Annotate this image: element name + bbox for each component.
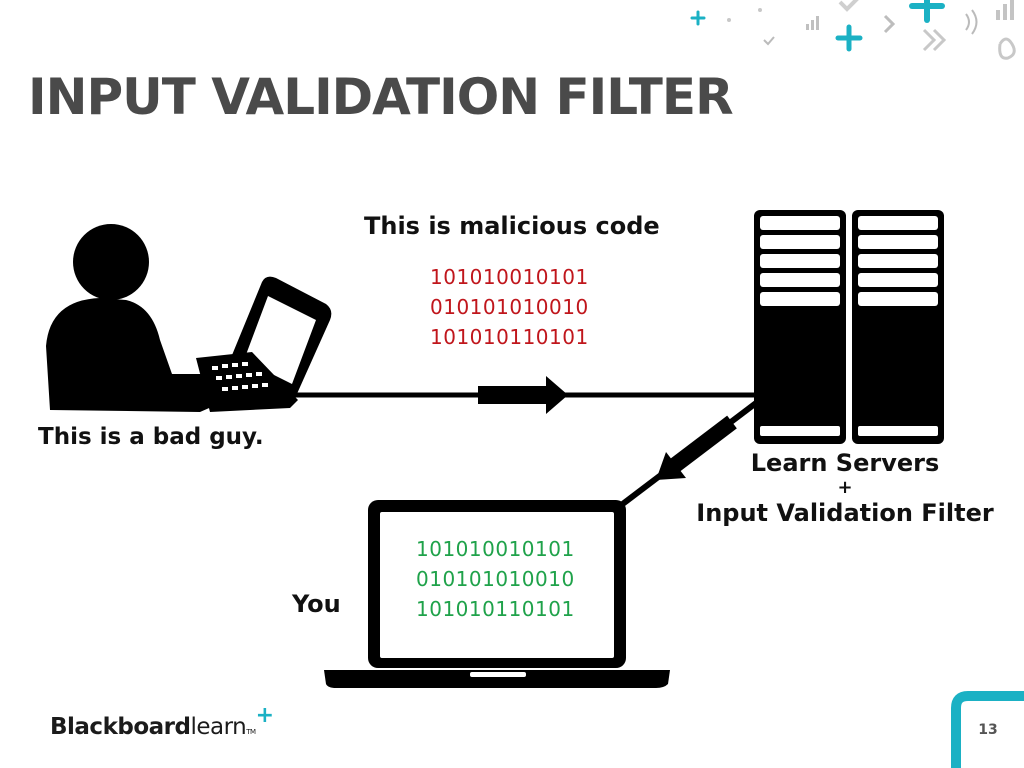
servers-label: Learn Servers + Input Validation Filter — [690, 448, 1000, 528]
person-at-laptop-icon — [46, 224, 332, 412]
page-number-frame — [951, 691, 1024, 768]
plus-icon — [835, 24, 863, 52]
link-icon — [998, 37, 1016, 60]
chevron-icon — [883, 14, 896, 34]
signal-bars-icon — [996, 0, 1014, 20]
server-left — [754, 210, 846, 444]
wave-icon — [965, 9, 978, 35]
malicious-code-label: This is malicious code — [364, 212, 660, 240]
plus-icon — [690, 10, 706, 26]
dot-icon — [727, 18, 731, 22]
logo-brand: Blackboard — [50, 714, 191, 740]
laptop-icon — [324, 500, 670, 688]
you-label: You — [292, 590, 341, 618]
servers-label-line1: Learn Servers — [750, 449, 940, 477]
dot-icon — [758, 8, 762, 12]
keyboard-keys — [212, 362, 268, 391]
attacker-laptop-screen-inner — [244, 296, 316, 384]
binary-line: 101010110101 — [416, 597, 575, 621]
malicious-binary-code: 101010010101 010101010010 101010110101 — [430, 262, 589, 352]
binary-line: 101010010101 — [416, 537, 575, 561]
laptop-display — [380, 512, 614, 658]
server-rack-icon — [754, 210, 944, 444]
attacker-arm — [80, 350, 218, 404]
arrow-down-left-icon — [656, 415, 737, 480]
servers-label-plus: + — [837, 477, 853, 498]
logo-product: learn — [190, 714, 247, 740]
plus-icon — [909, 0, 945, 23]
check-icon — [763, 36, 775, 46]
logo-plus-icon: + — [255, 703, 274, 728]
check-icon — [838, 0, 859, 12]
slide-title: INPUT VALIDATION FILTER — [28, 68, 734, 126]
laptop-base — [324, 670, 670, 688]
signal-bars-icon — [806, 16, 819, 30]
binary-line: 101010110101 — [430, 325, 589, 349]
arrow-right-icon — [478, 376, 568, 414]
header-decoration — [690, 0, 1016, 60]
binary-line: 101010010101 — [430, 265, 589, 289]
servers-label-line2: Input Validation Filter — [696, 499, 994, 527]
bad-guy-label: This is a bad guy. — [38, 424, 264, 450]
binary-line: 010101010010 — [416, 567, 575, 591]
blackboard-learn-logo: BlackboardlearnTM+ — [50, 703, 274, 740]
chevron-icon — [922, 28, 947, 52]
logo-tm: TM — [246, 728, 256, 736]
binary-line: 010101010010 — [430, 295, 589, 319]
filtered-binary-code: 101010010101 010101010010 101010110101 — [416, 534, 575, 624]
page-number: 13 — [978, 722, 998, 738]
laptop-trackpad-notch — [470, 672, 526, 677]
attacker-laptop-keyboard — [196, 352, 298, 412]
attacker-head — [73, 224, 149, 300]
server-right — [852, 210, 944, 444]
